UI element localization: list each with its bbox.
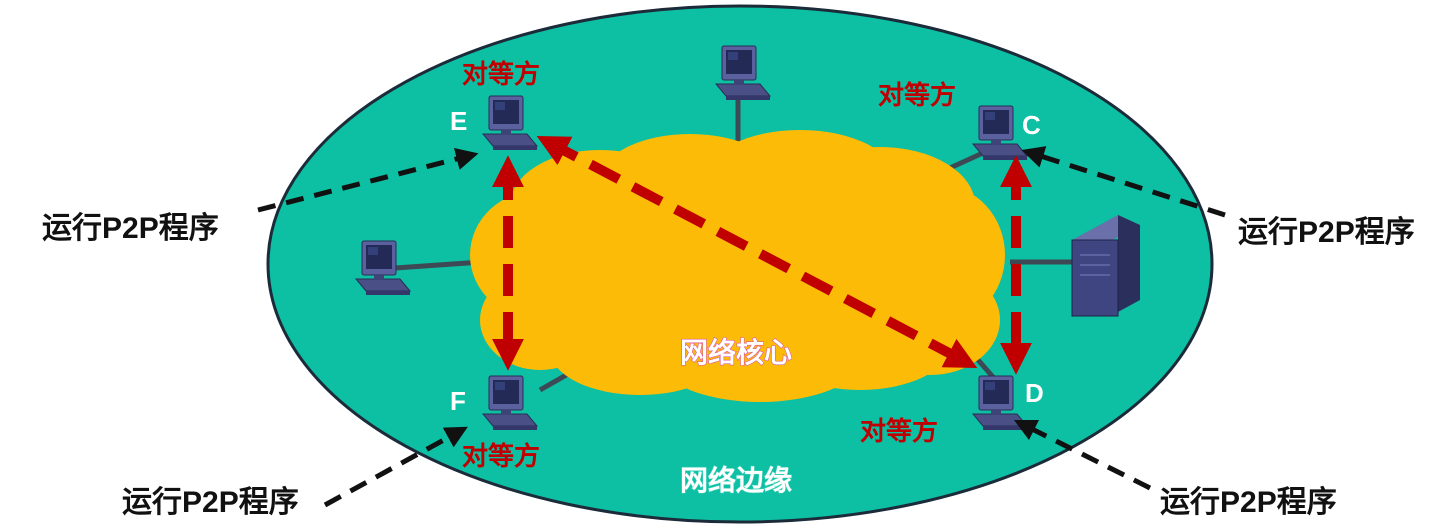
peer-label-e: 对等方 xyxy=(462,59,540,89)
arrow-e-d xyxy=(536,136,978,368)
run-p2p-label-d: 运行P2P程序 xyxy=(1160,485,1337,519)
peer-label-d: 对等方 xyxy=(860,416,938,446)
network-edge-label: 网络边缘 xyxy=(680,464,792,496)
run-p2p-label-c: 运行P2P程序 xyxy=(1238,215,1415,249)
peer-label-f: 对等方 xyxy=(462,441,540,471)
run-program-pointers xyxy=(257,146,1226,508)
network-core-label: 网络核心 xyxy=(680,336,792,368)
host-label-e: E xyxy=(450,106,467,136)
run-p2p-label-f: 运行P2P程序 xyxy=(122,485,299,519)
run-p2p-label-e: 运行P2P程序 xyxy=(42,211,219,245)
server-icon xyxy=(1071,215,1140,317)
host-label-c: C xyxy=(1022,110,1041,140)
host-label-f: F xyxy=(450,386,466,416)
host-label-d: D xyxy=(1025,378,1044,408)
p2p-arrows xyxy=(491,136,1033,375)
peer-label-c: 对等方 xyxy=(878,80,956,110)
